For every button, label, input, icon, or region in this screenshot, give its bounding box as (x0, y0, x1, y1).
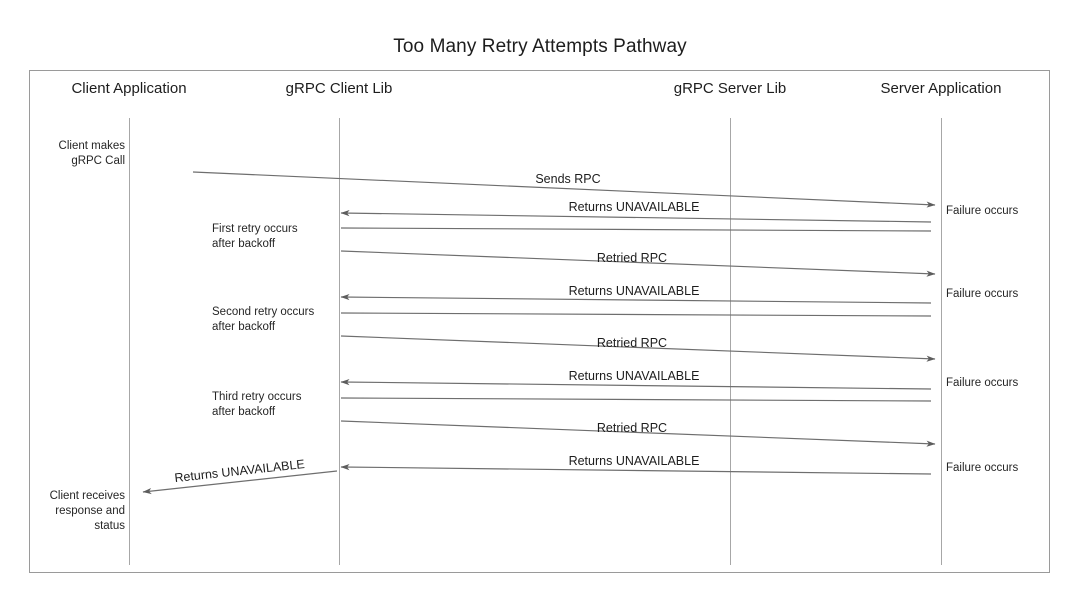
message-line-returns-unavailable-4 (340, 464, 932, 475)
message-line-retried-rpc-1 (340, 250, 936, 277)
lifeline-grpc-server-lib (730, 118, 731, 565)
diagram-frame (29, 70, 1050, 573)
lifeline-grpc-client-lib (339, 118, 340, 565)
lifeline-client-application (129, 118, 130, 565)
message-line-returns-unavailable-2 (340, 293, 932, 304)
note-second-retry: Second retry occurs after backoff (212, 306, 315, 333)
message-label-returns-unavailable-4: Returns UNAVAILABLE (569, 454, 700, 468)
note-third-retry: Third retry occurs after backoff (212, 391, 302, 418)
note-failure-1: Failure occurs (946, 205, 1019, 217)
message-label-returns-unavailable-3: Returns UNAVAILABLE (569, 369, 700, 383)
note-failure-3: Failure occurs (946, 377, 1019, 389)
message-line-retried-rpc-3 (340, 420, 936, 447)
page-title: Too Many Retry Attempts Pathway (393, 36, 687, 57)
message-label-returns-unavailable-1: Returns UNAVAILABLE (569, 200, 700, 214)
note-failure-2: Failure occurs (946, 288, 1019, 300)
message-line-sends-rpc (192, 171, 936, 208)
message-line-retry-tail-3 (340, 397, 932, 402)
message-line-returns-unavailable-1 (340, 210, 932, 223)
note-first-retry: First retry occurs after backoff (212, 223, 298, 250)
message-line-retry-tail-1 (340, 227, 932, 232)
message-line-retry-tail-2 (340, 312, 932, 317)
actor-label-grpc-client-lib: gRPC Client Lib (285, 80, 393, 97)
note-failure-4: Failure occurs (946, 462, 1019, 474)
message-label-returns-unavailable-client: Returns UNAVAILABLE (174, 457, 306, 485)
message-label-returns-unavailable-2: Returns UNAVAILABLE (569, 284, 700, 298)
message-line-returns-unavailable-3 (340, 379, 932, 390)
message-label-sends-rpc: Sends RPC (535, 172, 600, 186)
note-client-makes-call: Client makes gRPC Call (58, 140, 125, 167)
message-line-returns-unavailable-client (142, 470, 338, 495)
message-label-retried-rpc-1: Retried RPC (597, 251, 667, 265)
lifeline-server-application (941, 118, 942, 565)
message-line-retried-rpc-2 (340, 335, 936, 362)
actor-label-server-application: Server Application (880, 80, 1002, 97)
note-client-receives: Client receives response and status (49, 490, 125, 532)
message-label-retried-rpc-2: Retried RPC (597, 336, 667, 350)
actor-label-client-application: Client Application (71, 80, 187, 97)
message-label-retried-rpc-3: Retried RPC (597, 421, 667, 435)
actor-label-grpc-server-lib: gRPC Server Lib (673, 80, 787, 97)
